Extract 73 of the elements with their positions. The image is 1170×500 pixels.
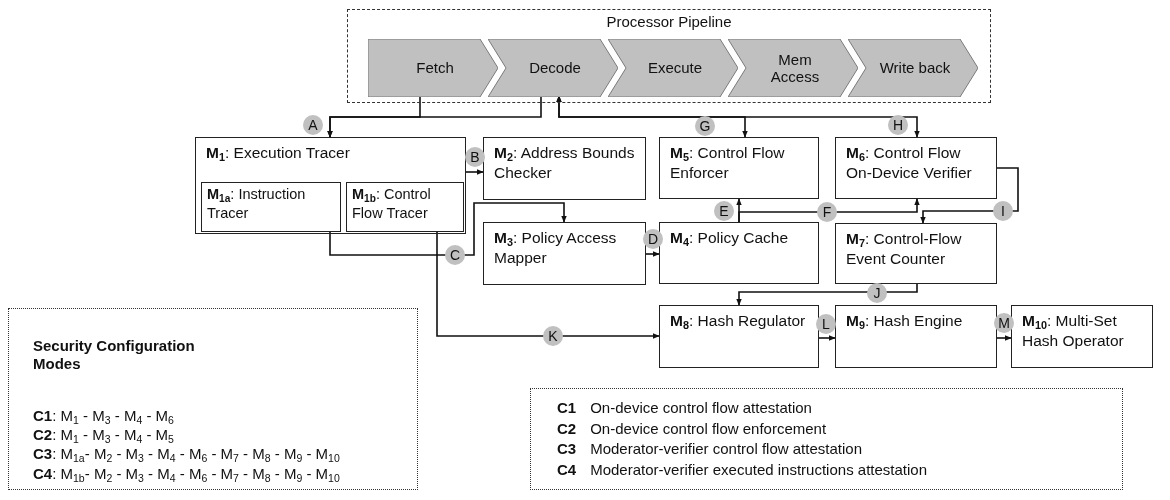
module-label: M$_{1b}$: Control Flow Tracer (352, 186, 432, 223)
config-panel (8, 308, 418, 490)
config-line: C3: M$_{1a}$- M$_{2}$ - M$_{3}$ - M$_{4}$ - M$_{6}$ - M$_{7}$ - M$_{8}$ - M$_{9}$ - M$_{10}$ (33, 445, 341, 465)
module-label: M$_{2}$: Address Bounds Checker (494, 144, 635, 183)
module-box (835, 305, 997, 368)
mode-code: C4 (557, 460, 577, 480)
mode-code: C2 (557, 419, 577, 439)
edge-label: H (888, 115, 908, 135)
module-label: M$_{1}$: Execution Tracer (206, 144, 351, 164)
module-box (659, 222, 819, 284)
connector-arrow (465, 169, 484, 175)
module-label: M$_{7}$: Control-Flow Event Counter (846, 230, 963, 269)
module-label: M$_{9}$: Hash Engine (846, 312, 964, 332)
module-label: M$_{3}$: Policy Access Mapper (494, 229, 618, 268)
config-line: C1: M$_{1}$ - M$_{3}$ - M$_{4}$ - M$_{6}$ (33, 407, 175, 427)
edge-label: I (993, 201, 1013, 221)
module-label: M$_{6}$: Control Flow On-Device Verifier (846, 144, 973, 183)
connector-arrow (329, 202, 567, 256)
module-box (1011, 305, 1153, 368)
submodule-box (201, 182, 341, 232)
module-label: M$_{10}$: Multi-Set Hash Operator (1022, 312, 1125, 351)
panel-heading: Security Configuration Modes (33, 337, 196, 373)
pipeline-stage (368, 39, 498, 97)
edge-label: G (695, 116, 715, 136)
pipeline-stage (608, 39, 738, 97)
group-label: Processor Pipeline (605, 13, 733, 30)
stage-label: Fetch (415, 59, 455, 77)
module-label: M$_{5}$: Control Flow Enforcer (670, 144, 786, 183)
module-box (835, 137, 997, 199)
module-label: M$_{8}$: Hash Regulator (670, 312, 807, 332)
module-label: M$_{1a}$: Instruction Tracer (207, 186, 307, 223)
mode-code: C1 (557, 399, 577, 418)
config-line: C4: M$_{1b}$- M$_{2}$ - M$_{3}$ - M$_{4}$ - M$_{6}$ - M$_{7}$ - M$_{8}$ - M$_{9}$ - M$_{10}$ (33, 464, 341, 484)
submodule-box (346, 182, 464, 232)
pipeline-stage (728, 39, 858, 97)
edge-label: J (867, 283, 887, 303)
mode-description: Moderator-verifier executed instructions attestation (590, 460, 928, 480)
connector-arrow (738, 198, 920, 223)
connector-arrow (996, 335, 1012, 341)
connector-arrow (436, 230, 660, 339)
module-box (835, 223, 997, 284)
mode-code: C3 (557, 440, 577, 459)
module-box (195, 137, 466, 234)
stage-label: Write back (878, 59, 952, 77)
mode-table (530, 388, 1123, 490)
pipeline-group (347, 9, 991, 103)
edge-label: D (643, 229, 663, 249)
connector-arrow (645, 251, 660, 257)
edge-label: E (714, 201, 734, 221)
mode-description: On-device control flow enforcement (590, 419, 828, 439)
edge-label: M (994, 313, 1014, 333)
module-box (483, 137, 646, 200)
edge-label: B (465, 147, 485, 167)
edge-label: F (817, 202, 837, 222)
connector-arrow (736, 283, 918, 306)
module-box (659, 137, 819, 199)
config-line: C2: M$_{1}$ - M$_{3}$ - M$_{4}$ - M$_{5}$ (33, 426, 175, 446)
pipeline-stage (848, 39, 978, 97)
mode-description: On-device control flow attestation (590, 399, 813, 418)
stage-label: Mem Access (769, 50, 821, 86)
stage-label: Decode (528, 59, 582, 77)
module-label: M$_{4}$: Policy Cache (670, 229, 790, 249)
edge-label: A (303, 115, 323, 135)
connector-arrow (920, 167, 1019, 224)
pipeline-stage (488, 39, 618, 97)
module-box (483, 222, 646, 285)
mode-description: Moderator-verifier control flow attestation (590, 440, 863, 459)
edge-label: C (445, 245, 465, 265)
stage-label: Execute (646, 59, 704, 77)
edge-label: K (543, 326, 563, 346)
connector-arrow (818, 335, 836, 341)
edge-label: L (816, 314, 836, 334)
module-box (659, 305, 819, 368)
